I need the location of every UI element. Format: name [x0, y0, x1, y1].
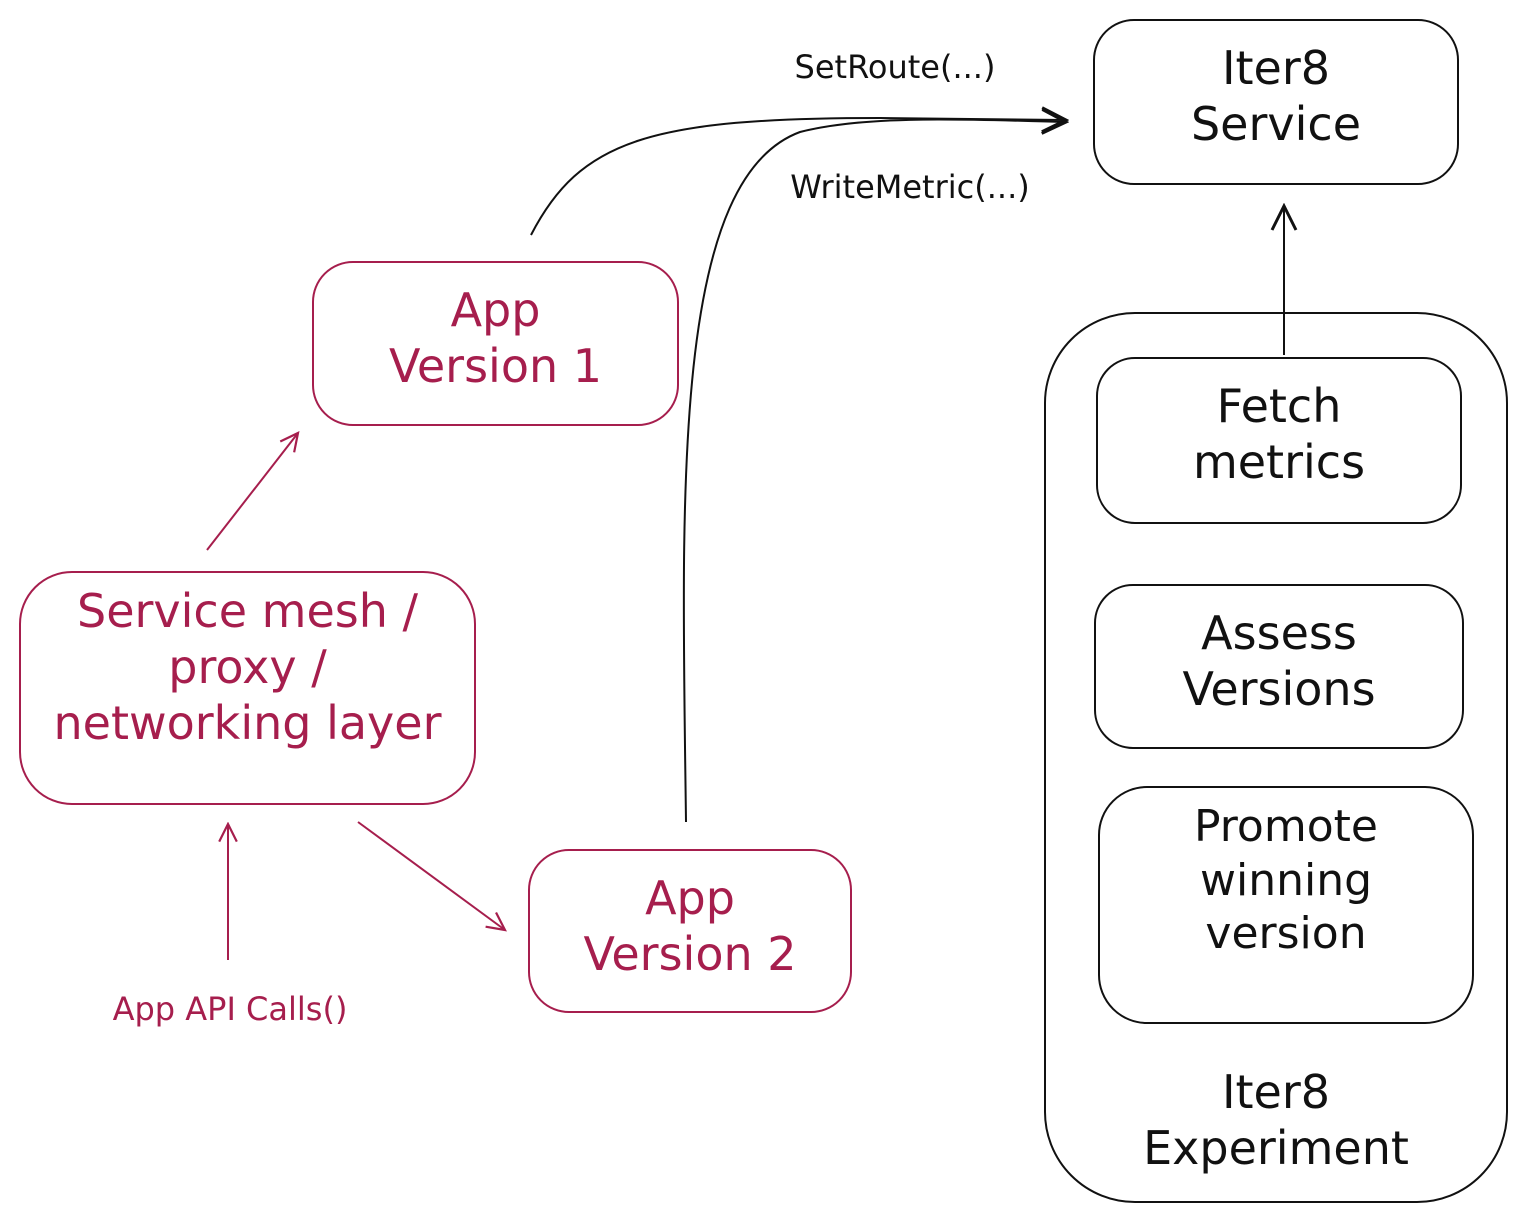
iter8-service-line-2: Service — [1190, 97, 1361, 152]
write-metric-label: WriteMetric(...) — [790, 168, 1030, 206]
fetch-metrics-line-1: Fetch — [1216, 379, 1342, 433]
app-v2-label: App Version 2 — [529, 870, 851, 982]
set-route-arrow — [530, 118, 1066, 236]
set-route-label: SetRoute(...) — [794, 48, 996, 86]
api-calls-label: App API Calls() — [112, 990, 348, 1028]
service-mesh-line-1: Service mesh / — [77, 584, 418, 638]
fetch-metrics-box — [1096, 357, 1462, 524]
write-metric-arrow — [682, 119, 1066, 823]
service-mesh-label: Service mesh / proxy / networking layer — [20, 583, 475, 751]
app-v2-box — [528, 849, 852, 1013]
service-mesh-box — [19, 571, 476, 805]
iter8-experiment-label: Iter8 Experiment — [1045, 1064, 1507, 1176]
promote-version-line-1: Promote — [1194, 801, 1378, 852]
app-v1-box — [312, 261, 679, 426]
iter8-experiment-line-2: Experiment — [1143, 1121, 1409, 1176]
mesh-to-v2-arrow — [357, 821, 505, 930]
assess-versions-box — [1094, 584, 1464, 749]
promote-version-label: Promote winning version — [1099, 800, 1473, 961]
fetch-metrics-label: Fetch metrics — [1097, 378, 1461, 490]
app-v1-line-1: App — [450, 283, 541, 337]
app-v2-line-1: App — [645, 871, 735, 925]
app-v2-line-2: Version 2 — [583, 927, 797, 982]
service-mesh-line-3: networking layer — [53, 696, 442, 751]
mesh-to-v1-arrow — [206, 433, 298, 551]
promote-version-line-3: version — [1205, 908, 1367, 960]
service-mesh-line-2: proxy / — [168, 640, 327, 695]
iter8-experiment-line-1: Iter8 — [1221, 1065, 1331, 1119]
iter8-experiment-box — [1044, 312, 1508, 1203]
iter8-service-box — [1093, 19, 1459, 185]
promote-version-line-2: winning — [1199, 854, 1373, 906]
assess-versions-label: Assess Versions — [1095, 605, 1463, 717]
iter8-service-line-1: Iter8 — [1221, 41, 1331, 95]
assess-versions-line-2: Versions — [1182, 662, 1376, 717]
fetch-metrics-line-2: metrics — [1192, 435, 1366, 490]
app-v1-label: App Version 1 — [313, 282, 678, 394]
iter8-service-label: Iter8 Service — [1094, 40, 1458, 152]
assess-versions-line-1: Assess — [1201, 606, 1357, 660]
promote-version-box — [1098, 786, 1474, 1024]
app-v1-line-2: Version 1 — [388, 339, 603, 394]
